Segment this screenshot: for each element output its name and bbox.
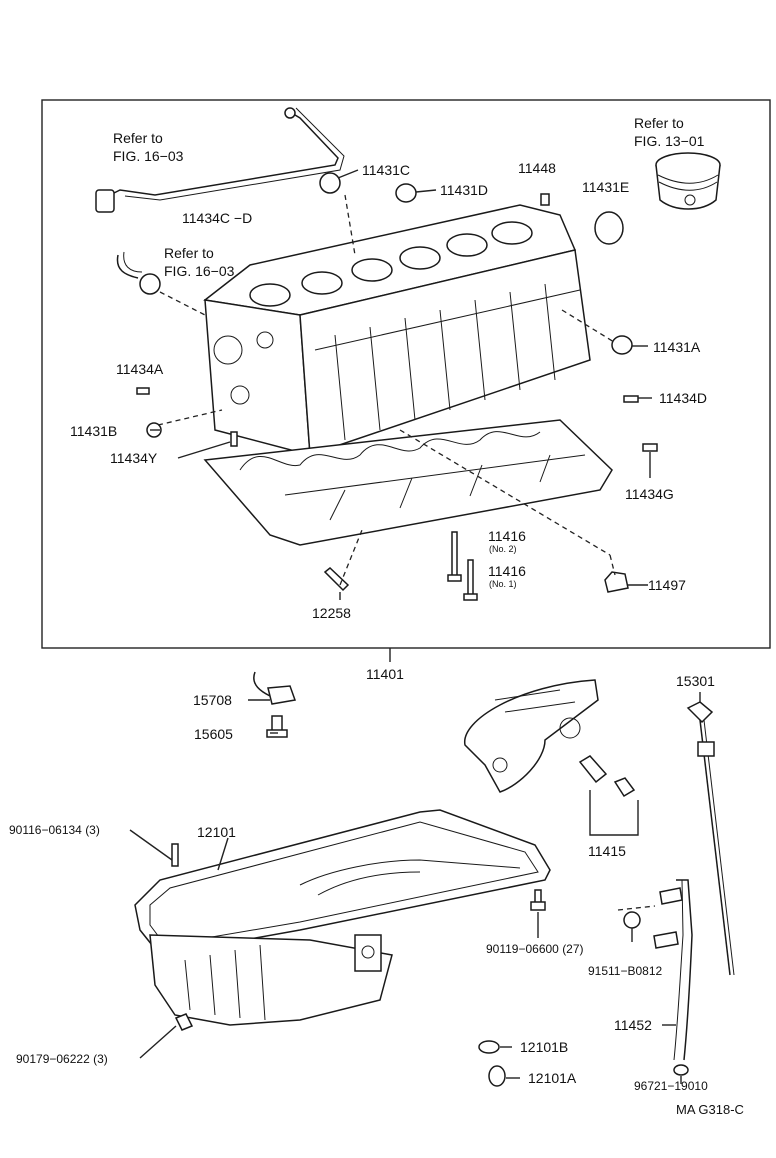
diagram-code: MA G318-C — [676, 1102, 744, 1117]
label-12101: 12101 — [197, 824, 236, 840]
plug-11431E-shape — [594, 211, 624, 245]
pin-12258-shape — [323, 567, 350, 592]
label-12258: 12258 — [312, 605, 351, 621]
engine-block-drawing — [203, 204, 613, 546]
label-11415: 11415 — [588, 843, 626, 859]
label-11448: 11448 — [518, 160, 556, 176]
engine-block-frame — [41, 99, 771, 649]
plug-11431C-shape — [319, 172, 341, 194]
label-11434G: 11434G — [625, 486, 674, 502]
label-11434D: 11434D — [659, 390, 707, 406]
union-11415-drawing — [578, 755, 639, 836]
label-15605: 15605 — [194, 726, 233, 742]
label-11452: 11452 — [614, 1017, 652, 1033]
ref-b-line2: FIG. 16−03 — [164, 263, 235, 279]
ref-c-line2: FIG. 13−01 — [634, 133, 705, 149]
label-90116: 90116−06134 (3) — [9, 823, 100, 837]
oil-pipe-drawing — [95, 107, 345, 213]
plug-11431A-shape — [611, 335, 633, 355]
oil-strainer-body-drawing — [464, 679, 599, 793]
label-15301: 15301 — [676, 673, 715, 689]
label-11401: 11401 — [366, 666, 404, 682]
label-91511: 91511−B0812 — [588, 964, 663, 978]
label-11434CD: 11434C −D — [182, 210, 252, 226]
reference-notes: Refer to FIG. 16−03 Refer to FIG. 16−03 … — [113, 115, 705, 279]
label-11416-no1-sub: (No. 1) — [489, 579, 517, 589]
pin-11434A-shape — [136, 387, 150, 395]
nut-90179-shape — [174, 1013, 194, 1031]
dipstick-15301-drawing — [686, 701, 735, 976]
label-12101A: 12101A — [528, 1070, 577, 1086]
label-11497: 11497 — [648, 577, 686, 593]
label-11431D: 11431D — [440, 182, 488, 198]
label-11431C: 11431C — [362, 162, 410, 178]
label-12101B: 12101B — [520, 1039, 568, 1055]
pin-11448-shape — [540, 193, 550, 206]
label-11416-no2-sub: (No. 2) — [489, 544, 517, 554]
label-11416-no2: 11416 — [488, 528, 526, 544]
ref-c-line1: Refer to — [634, 115, 684, 131]
label-90179: 90179−06222 (3) — [16, 1052, 108, 1066]
stud-90116-shape — [171, 843, 179, 867]
pin-11434Y-shape — [230, 431, 238, 447]
plug-11497-shape — [604, 571, 629, 593]
part-number-labels: 11431C 11431D 11448 11431E 11434C −D 114… — [9, 160, 744, 1117]
solid-leaders — [129, 169, 701, 1084]
bolt-90119-head-shape — [530, 901, 546, 911]
label-90119: 90119−06600 (27) — [486, 942, 584, 956]
plug-12101A-shape — [488, 1065, 506, 1087]
piston-drawing — [655, 152, 721, 210]
pin-11434D-shape — [623, 395, 639, 403]
label-11416-no1: 11416 — [488, 563, 526, 579]
label-96721: 96721−19010 — [634, 1079, 708, 1093]
label-11431E: 11431E — [582, 179, 629, 195]
ref-a-line1: Refer to — [113, 130, 163, 146]
label-11431B: 11431B — [70, 423, 117, 439]
dashed-leaders — [157, 194, 616, 586]
gasket-12101B-shape — [478, 1040, 500, 1054]
pin-11434G-shape — [642, 443, 658, 452]
label-15708: 15708 — [193, 692, 232, 708]
ref-b-line1: Refer to — [164, 245, 214, 261]
label-11434Y: 11434Y — [110, 450, 158, 466]
bolts-11416-drawing — [447, 531, 478, 601]
sensor-15708-drawing — [253, 671, 297, 738]
plug-11431D-shape — [395, 183, 417, 203]
label-11434A: 11434A — [116, 361, 164, 377]
oil-pipe-2-drawing — [116, 251, 161, 295]
ref-a-line2: FIG. 16−03 — [113, 148, 184, 164]
oil-pan-drawing — [134, 809, 551, 1026]
label-11431A: 11431A — [653, 339, 701, 355]
